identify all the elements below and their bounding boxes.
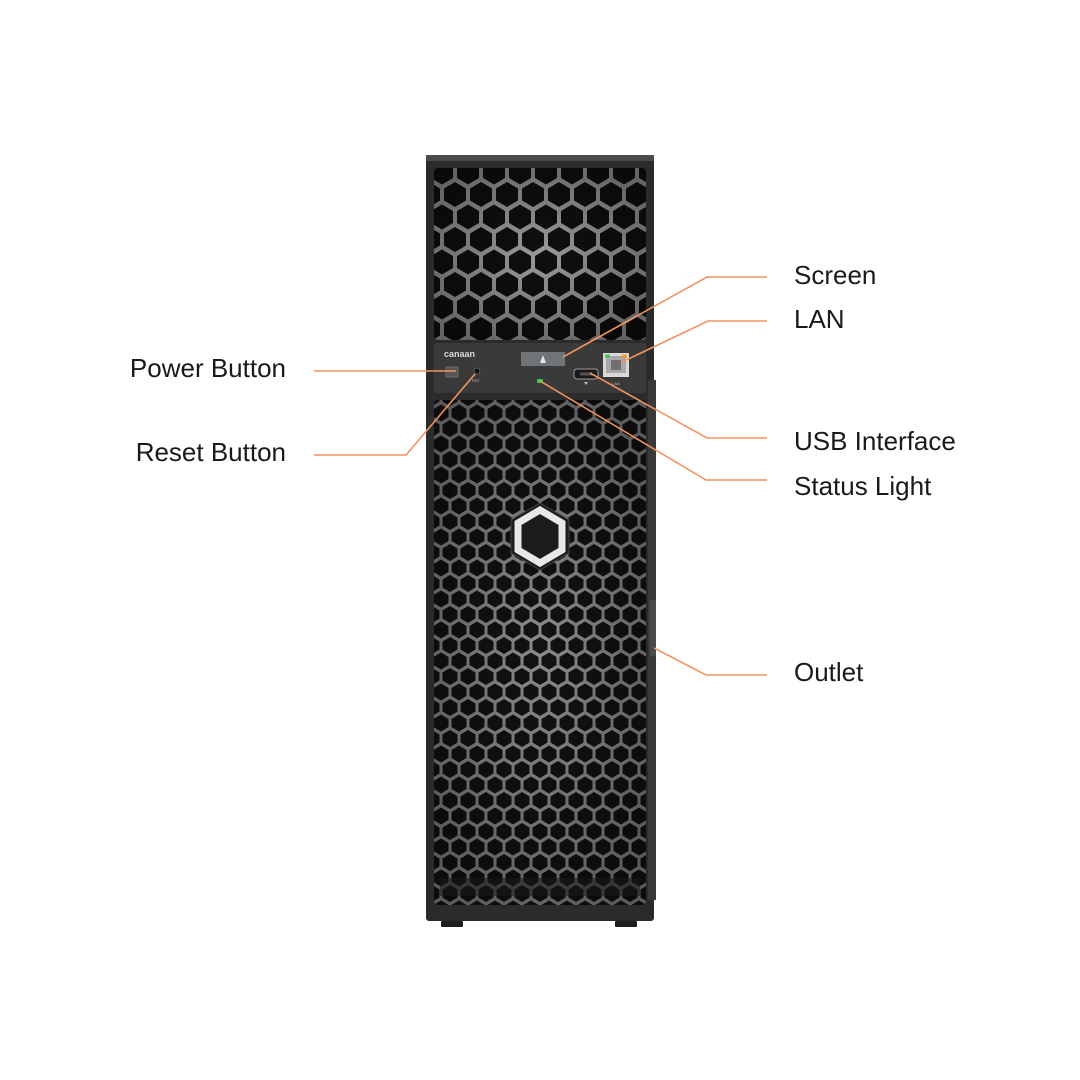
device-foot-left bbox=[441, 921, 463, 927]
control-panel bbox=[434, 343, 646, 393]
leader-line-outlet bbox=[653, 647, 767, 676]
power-button[interactable] bbox=[445, 366, 459, 378]
lan-marking: LAN bbox=[612, 381, 620, 386]
center-emblem-icon bbox=[510, 502, 570, 571]
outlet-port[interactable] bbox=[650, 600, 656, 656]
grill-bottom-slots bbox=[440, 878, 640, 896]
usb-symbol-icon bbox=[584, 382, 588, 385]
callout-outlet: Outlet bbox=[794, 657, 864, 687]
lan-led-right bbox=[622, 354, 627, 358]
screen-logo-icon bbox=[540, 355, 546, 363]
callout-lan: LAN bbox=[794, 304, 845, 334]
leader-lines bbox=[314, 276, 767, 676]
brand-logo-text: canaan bbox=[444, 349, 475, 359]
leader-line-screen bbox=[562, 276, 767, 358]
device-top-edge bbox=[426, 155, 654, 161]
leader-line-usb-interface bbox=[589, 372, 767, 439]
callout-usb-interface: USB Interface bbox=[794, 426, 956, 456]
callout-power-button: Power Button bbox=[129, 353, 286, 383]
callout-screen: Screen bbox=[794, 260, 877, 290]
leader-line-status-light bbox=[539, 380, 767, 481]
callout-reset-button: Reset Button bbox=[135, 437, 286, 467]
lan-led-left bbox=[605, 354, 610, 358]
leader-line-reset-button bbox=[314, 373, 476, 456]
callout-status-light: Status Light bbox=[794, 471, 932, 501]
device-foot-right bbox=[615, 921, 637, 927]
reset-button[interactable] bbox=[473, 367, 481, 375]
leader-line-lan bbox=[621, 320, 767, 363]
reset-marking: RST bbox=[472, 378, 481, 383]
